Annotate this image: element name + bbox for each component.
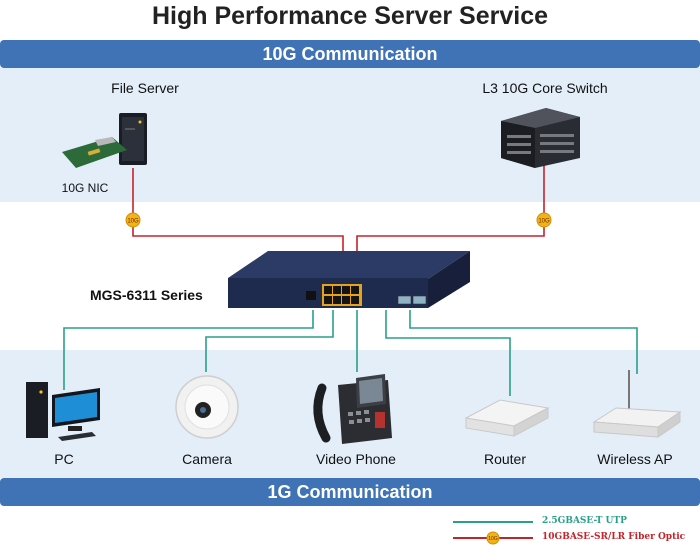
pc-label: PC [54, 451, 74, 467]
utp-link-pc [63, 310, 314, 390]
camera-label: Camera [182, 451, 232, 467]
console-port-icon [306, 291, 316, 300]
badge-10g-right-text: 10G [538, 219, 550, 225]
core-switch-icon [501, 108, 580, 168]
file-server-icon [119, 113, 147, 165]
mgs-switch-icon [228, 251, 470, 308]
badge-10g-left: 10G [125, 212, 141, 228]
core-switch-label: L3 10G Core Switch [482, 80, 608, 96]
nic-card-icon [62, 137, 127, 168]
legend-fiber-label: 10GBASE-SR/LR Fiber Optic [542, 532, 686, 542]
badge-10g-right: 10G [536, 212, 552, 228]
utp-link-wireless-ap [409, 310, 638, 374]
top-zone [0, 68, 700, 202]
utp-links [63, 310, 638, 396]
page-title: High Performance Server Service [151, 2, 549, 30]
nic-label: 10G NIC [61, 181, 109, 195]
pc-icon [26, 382, 100, 441]
utp-link-camera [205, 310, 334, 372]
camera-icon [175, 375, 239, 439]
legend-graphics: 10G [453, 521, 533, 545]
legend-badge-text: 10G [488, 536, 498, 542]
band-10g: 10G Communication [0, 40, 700, 68]
legend-utp-label: 2.5GBASE-T UTP [542, 516, 627, 526]
video-phone-icon [313, 374, 392, 444]
video-phone-label: Video Phone [316, 451, 396, 467]
file-server-label: File Server [111, 80, 179, 96]
wireless-ap-icon [592, 370, 682, 438]
fiber-link-file-server [132, 168, 344, 254]
badge-10g-left-text: 10G [127, 219, 139, 225]
router-label: Router [483, 451, 527, 467]
router-icon [464, 399, 550, 437]
band-1g: 1G Communication [0, 478, 700, 506]
wireless-ap-label: Wireless AP [597, 451, 673, 467]
utp-link-router [385, 310, 511, 396]
switch-series-label: MGS-6311 Series [90, 287, 203, 303]
fiber-links [132, 165, 545, 254]
fiber-link-core-switch [356, 165, 545, 254]
